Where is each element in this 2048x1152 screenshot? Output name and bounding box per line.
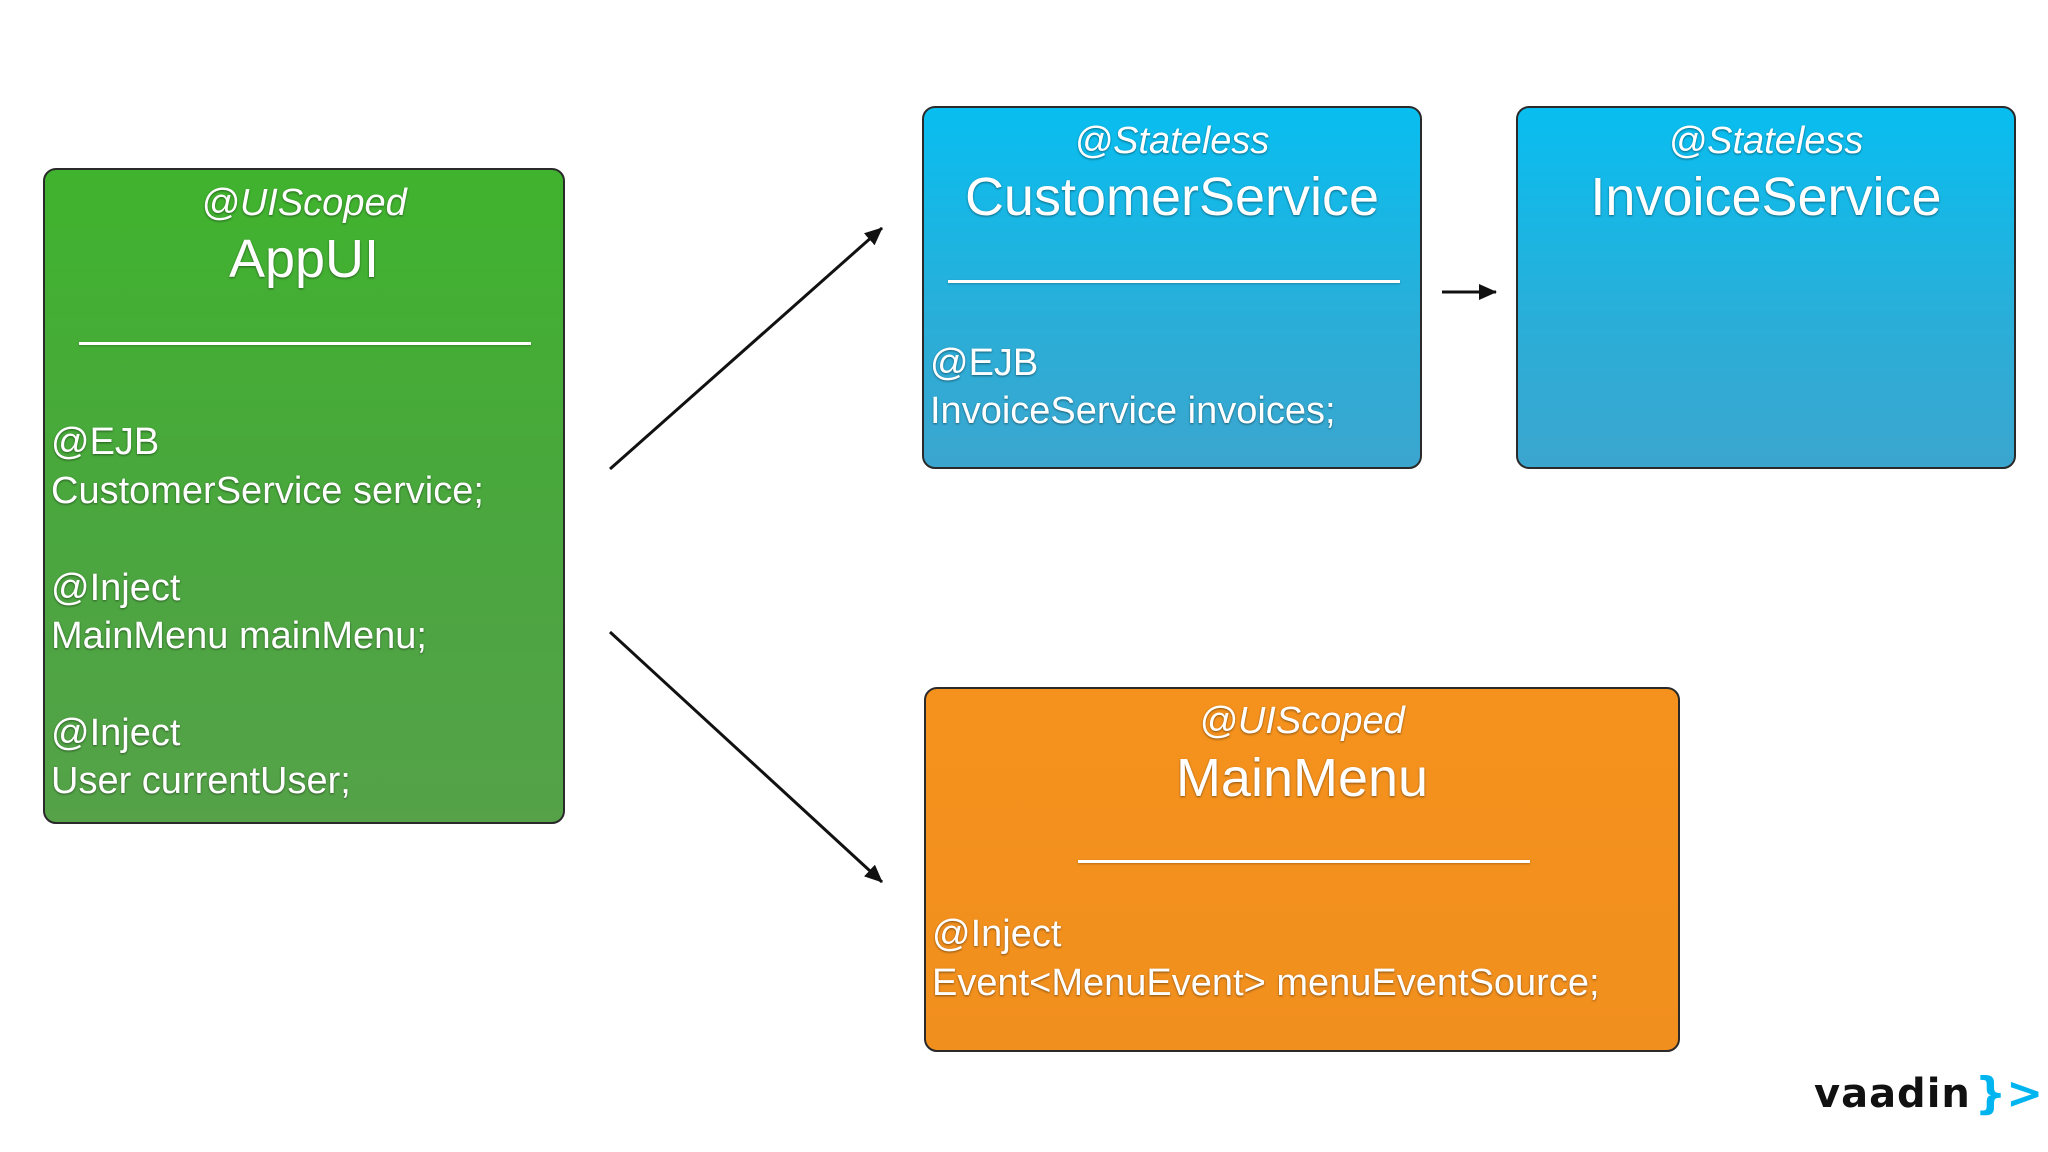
appui-field-line: CustomerService service; (51, 470, 484, 512)
arrow-appui-to-mainmenu (608, 630, 884, 884)
mainmenu-field-line: @Inject (932, 913, 1062, 955)
mainmenu-class-box: @UIScoped MainMenu @Inject Event<MenuEve… (924, 687, 1680, 1052)
appui-class-name: AppUI (228, 229, 380, 289)
mainmenu-annotation: @UIScoped (1199, 700, 1405, 742)
vaadin-logo: vaadin }> (1814, 1066, 2043, 1122)
appui-divider (79, 342, 531, 345)
customerservice-field-line: @EJB (930, 342, 1039, 384)
appui-annotation: @UIScoped (201, 182, 407, 224)
mainmenu-field-line: Event<MenuEvent> menuEventSource; (932, 962, 1600, 1004)
customerservice-annotation: @Stateless (1074, 120, 1270, 162)
appui-field-line: @Inject (51, 567, 181, 609)
invoiceservice-class-name: InvoiceService (1590, 167, 1942, 227)
customerservice-divider (948, 280, 1400, 283)
mainmenu-divider (1078, 860, 1530, 863)
mainmenu-class-name: MainMenu (1175, 748, 1429, 808)
appui-field-line: User currentUser; (51, 760, 351, 802)
appui-class-box: @UIScoped AppUI @EJB CustomerService ser… (43, 168, 565, 824)
invoiceservice-class-box: @Stateless InvoiceService (1516, 106, 2016, 469)
appui-field-line: @EJB (51, 421, 160, 463)
customerservice-class-name: CustomerService (964, 167, 1380, 227)
arrow-appui-to-customerservice (609, 226, 883, 471)
appui-field-line: MainMenu mainMenu; (51, 615, 427, 657)
appui-field-line: @Inject (51, 712, 181, 754)
vaadin-wordmark: vaadin (1814, 1071, 1971, 1117)
customerservice-field-line: InvoiceService invoices; (930, 390, 1336, 432)
vaadin-mark-icon: }> (1974, 1068, 2044, 1119)
customerservice-class-box: @Stateless CustomerService @EJB InvoiceS… (922, 106, 1422, 469)
invoiceservice-annotation: @Stateless (1668, 120, 1864, 162)
